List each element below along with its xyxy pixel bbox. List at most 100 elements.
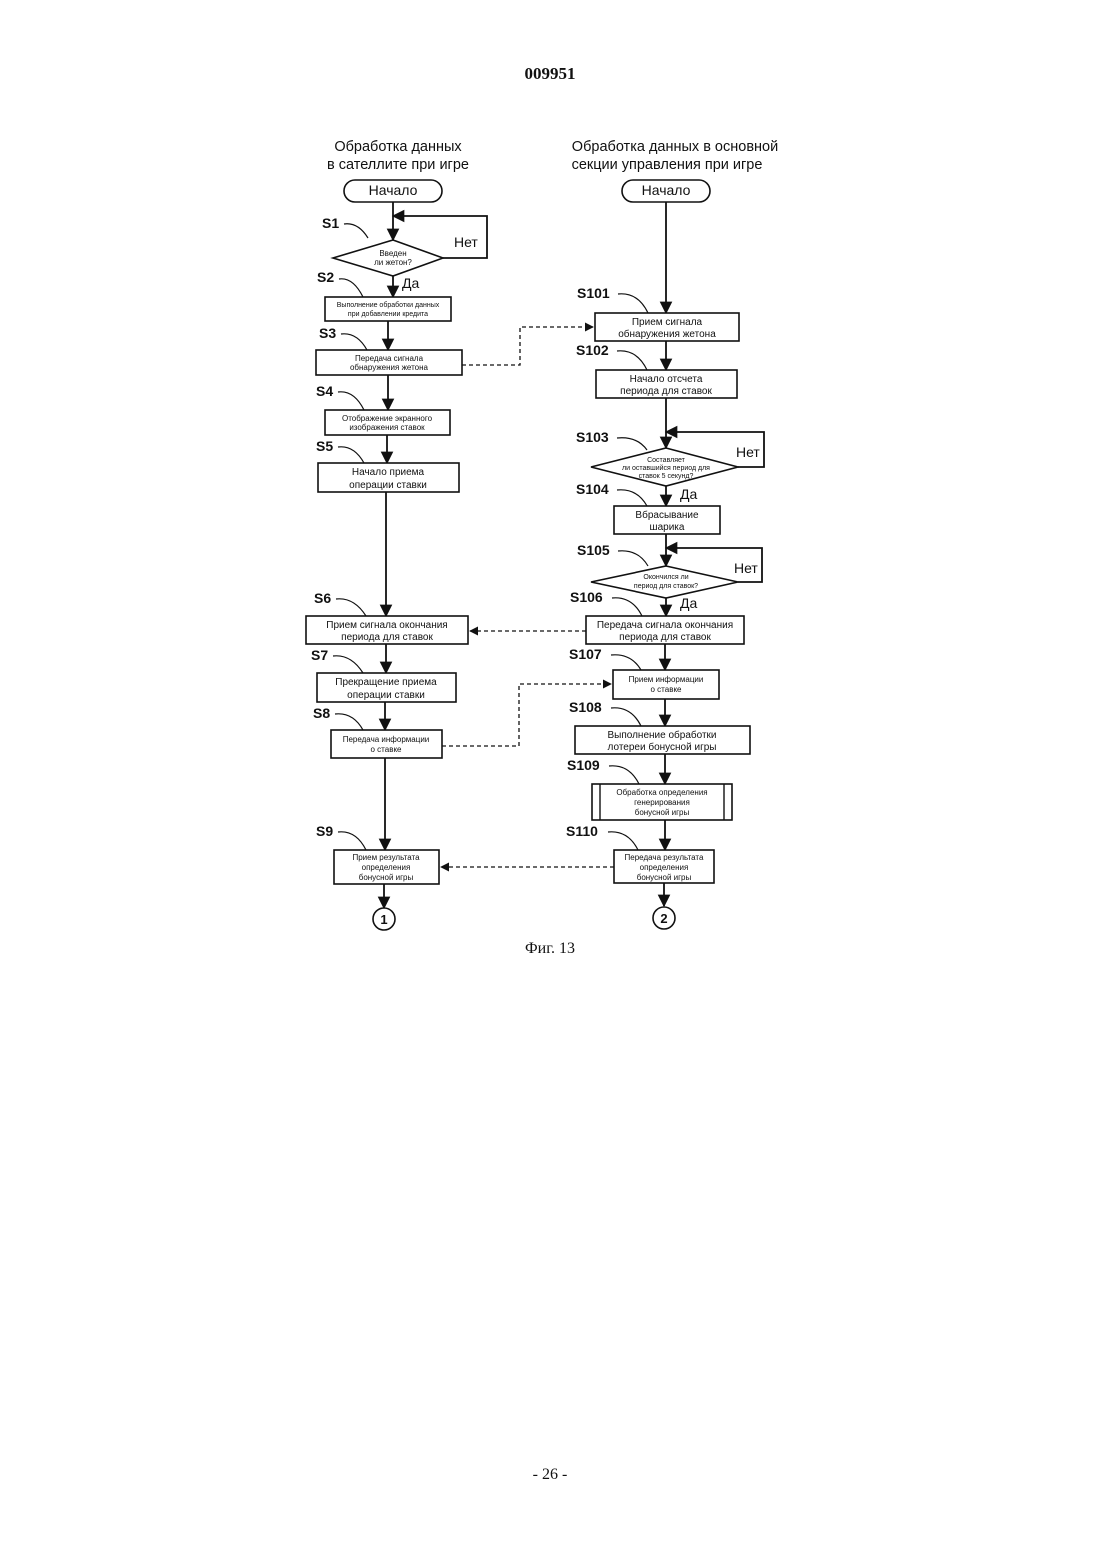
step-label-s101: S101 bbox=[577, 285, 610, 301]
decision-s1-line-1: Введен bbox=[379, 249, 406, 258]
s103-no-label: Нет bbox=[736, 444, 760, 460]
process-s8: Передача информации о ставке bbox=[331, 730, 442, 758]
process-s106-line-2: периода для ставок bbox=[619, 632, 711, 643]
left-decision-yes-label: Да bbox=[402, 275, 419, 291]
step-label-s3: S3 bbox=[319, 325, 336, 341]
step-label-s4: S4 bbox=[316, 383, 333, 399]
decision-s103-line-2: ли оставшийся период для bbox=[622, 464, 710, 472]
process-s3-line-2: обнаружения жетона bbox=[350, 363, 429, 372]
process-s102-line-1: Начало отсчета bbox=[630, 374, 703, 385]
step-label-s105: S105 bbox=[577, 542, 610, 558]
process-s7: Прекращение приема операции ставки bbox=[317, 673, 456, 702]
decision-s105-line-2: период для ставок? bbox=[634, 583, 698, 590]
process-s9: Прием результата определения бонусной иг… bbox=[334, 850, 439, 884]
process-s108-line-1: Выполнение обработки bbox=[607, 729, 716, 741]
connector-1: 1 bbox=[373, 908, 395, 930]
step-label-s108: S108 bbox=[569, 699, 602, 715]
process-s101-line-1: Прием сигнала bbox=[632, 317, 703, 328]
left-column-header-line-1: Обработка данных bbox=[334, 139, 462, 155]
process-s107-line-1: Прием информации bbox=[629, 675, 704, 684]
step-label-s8: S8 bbox=[313, 705, 330, 721]
right-column-header-line-1: Обработка данных в основной bbox=[572, 139, 778, 155]
left-start-label: Начало bbox=[369, 182, 418, 198]
step-label-s109: S109 bbox=[567, 757, 600, 773]
decision-s1: Введен ли жетон? bbox=[333, 240, 443, 276]
page-number: - 26 - bbox=[0, 1466, 1100, 1484]
left-start-terminal: Начало bbox=[344, 180, 442, 202]
connector-1-label: 1 bbox=[380, 912, 387, 927]
decision-s105: Окончился ли период для ставок? bbox=[591, 566, 738, 598]
process-s7-line-1: Прекращение приема bbox=[335, 677, 437, 688]
connector-2: 2 bbox=[653, 907, 675, 929]
s103-yes-label: Да bbox=[680, 486, 697, 502]
left-column-header-line-2: в сателлите при игре bbox=[327, 157, 469, 173]
process-s7-line-2: операции ставки bbox=[347, 690, 425, 701]
step-label-s5: S5 bbox=[316, 438, 333, 454]
process-s107: Прием информации о ставке bbox=[613, 670, 719, 699]
step-label-s104: S104 bbox=[576, 481, 609, 497]
process-s108-line-2: лотереи бонусной игры bbox=[608, 741, 717, 753]
process-s109: Обработка определения генерирования бону… bbox=[592, 784, 732, 820]
process-s4-line-2: изображения ставок bbox=[349, 423, 425, 432]
process-s4: Отображение экранного изображения ставок bbox=[325, 410, 450, 435]
process-s6-line-2: периода для ставок bbox=[341, 632, 433, 643]
process-s109-line-3: бонусной игры bbox=[635, 808, 690, 817]
s105-no-label: Нет bbox=[734, 560, 758, 576]
process-s104-line-2: шарика bbox=[650, 522, 685, 533]
process-s4-line-1: Отображение экранного bbox=[342, 414, 433, 423]
step-label-s1: S1 bbox=[322, 215, 339, 231]
process-s110: Передача результата определения бонусной… bbox=[614, 850, 714, 883]
step-label-s2: S2 bbox=[317, 269, 334, 285]
decision-s1-line-2: ли жетон? bbox=[374, 258, 412, 267]
process-s2: Выполнение обработки данных при добавлен… bbox=[325, 297, 451, 321]
process-s9-line-1: Прием результата bbox=[352, 853, 420, 862]
process-s6-line-1: Прием сигнала окончания bbox=[326, 620, 447, 631]
process-s6: Прием сигнала окончания периода для став… bbox=[306, 616, 468, 644]
decision-s103-line-3: ставок 5 секунд? bbox=[639, 473, 694, 480]
process-s9-line-3: бонусной игры bbox=[359, 873, 414, 882]
process-s102-line-2: периода для ставок bbox=[620, 386, 712, 397]
process-s101: Прием сигнала обнаружения жетона bbox=[595, 313, 739, 341]
s105-yes-label: Да bbox=[680, 595, 697, 611]
process-s102: Начало отсчета периода для ставок bbox=[596, 370, 737, 398]
process-s106-line-1: Передача сигнала окончания bbox=[597, 620, 733, 631]
step-label-s6: S6 bbox=[314, 590, 331, 606]
process-s101-line-2: обнаружения жетона bbox=[618, 328, 716, 340]
decision-s103: Составляет ли оставшийся период для став… bbox=[591, 448, 738, 486]
right-start-label: Начало bbox=[642, 182, 691, 198]
figure-caption: Фиг. 13 bbox=[0, 940, 1100, 958]
process-s8-line-1: Передача информации bbox=[343, 735, 430, 744]
decision-s105-line-1: Окончился ли bbox=[643, 574, 688, 581]
process-s110-line-3: бонусной игры bbox=[637, 873, 692, 882]
step-label-s102: S102 bbox=[576, 342, 609, 358]
step-label-s9: S9 bbox=[316, 823, 333, 839]
process-s5-line-1: Начало приема bbox=[352, 467, 425, 478]
step-label-s110: S110 bbox=[566, 823, 598, 839]
process-s110-line-1: Передача результата bbox=[625, 853, 704, 862]
right-start-terminal: Начало bbox=[622, 180, 710, 202]
process-s108: Выполнение обработки лотереи бонусной иг… bbox=[575, 726, 750, 754]
step-label-s103: S103 bbox=[576, 429, 609, 445]
process-s5-line-2: операции ставки bbox=[349, 480, 427, 491]
process-s3: Передача сигнала обнаружения жетона bbox=[316, 350, 462, 375]
right-column-header-line-2: секции управления при игре bbox=[572, 157, 763, 173]
process-s3-line-1: Передача сигнала bbox=[355, 354, 424, 363]
step-label-s106: S106 bbox=[570, 589, 603, 605]
process-s2-line-1: Выполнение обработки данных bbox=[337, 301, 440, 309]
process-s107-line-2: о ставке bbox=[651, 685, 683, 694]
step-label-s107: S107 bbox=[569, 646, 602, 662]
process-s109-line-2: генерирования bbox=[634, 798, 690, 807]
connector-2-label: 2 bbox=[660, 911, 667, 926]
process-s106: Передача сигнала окончания периода для с… bbox=[586, 616, 744, 644]
step-label-s7: S7 bbox=[311, 647, 328, 663]
process-s104-line-1: Вбрасывание bbox=[635, 509, 699, 521]
process-s8-line-2: о ставке bbox=[371, 745, 403, 754]
decision-s103-line-1: Составляет bbox=[647, 457, 686, 464]
process-s104: Вбрасывание шарика bbox=[614, 506, 720, 534]
signal-s3-to-s101 bbox=[462, 327, 593, 365]
left-decision-no-label: Нет bbox=[454, 234, 478, 250]
process-s110-line-2: определения bbox=[640, 863, 689, 872]
process-s109-line-1: Обработка определения bbox=[616, 788, 707, 797]
process-s2-line-2: при добавлении кредита bbox=[348, 310, 428, 318]
